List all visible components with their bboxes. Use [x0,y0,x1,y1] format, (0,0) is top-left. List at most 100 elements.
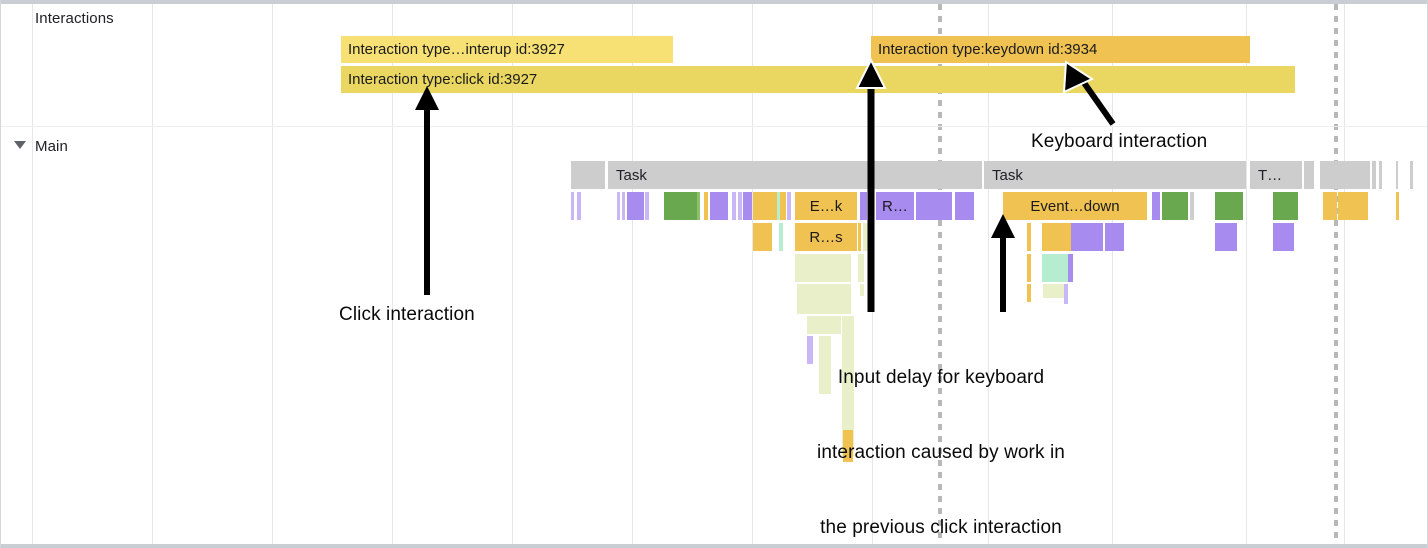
flame-block[interactable] [732,192,736,220]
flame-block[interactable] [1323,192,1337,220]
flame-block[interactable] [795,254,851,282]
annotation-input-delay-line-3: the previous click interaction [820,517,1062,538]
flame-block[interactable] [627,192,644,220]
flame-block[interactable] [1190,192,1194,220]
flame-block[interactable] [1215,192,1243,220]
flame-block[interactable] [797,284,851,314]
flame-block[interactable] [860,284,864,296]
flame-block[interactable] [807,336,813,364]
annotation-input-delay-label: Input delay for keyboard interaction cau… [782,315,1100,548]
arrow-input-delay-keydown [991,214,1015,312]
flame-block[interactable] [1215,223,1237,251]
interaction-click[interactable]: Interaction type:click id:3927 [341,66,1295,93]
gridline-8 [988,4,989,544]
task-segment[interactable] [1396,161,1398,189]
marker-line-1[interactable] [938,4,942,544]
gridline-1 [152,4,153,544]
flame-block[interactable] [664,192,697,220]
gridline-5 [632,4,633,544]
flame-block[interactable] [577,192,581,220]
flame-block[interactable] [1338,192,1368,220]
flame-block-event-keydown[interactable]: Event…down [1003,192,1147,220]
flame-block[interactable] [1027,284,1031,302]
window-bottom-edge [0,544,1428,548]
flame-block[interactable] [842,316,854,456]
flame-block[interactable] [858,254,864,282]
task-bar[interactable]: T… [1250,161,1302,189]
track-label-interactions[interactable]: Interactions [35,10,114,27]
flame-block[interactable] [1064,284,1068,304]
flame-block[interactable] [753,223,772,251]
flame-block[interactable] [571,192,574,220]
flame-block-run-microtasks[interactable]: R…s [795,223,857,251]
interaction-pointerup[interactable]: Interaction type…interup id:3927 [341,36,673,63]
gridline-0 [32,4,33,544]
task-bar[interactable]: Task [608,161,870,189]
flame-block[interactable] [1027,254,1031,282]
flame-block[interactable] [617,192,620,220]
flame-block[interactable] [1068,254,1073,282]
flame-block[interactable] [916,192,952,220]
flame-block[interactable] [710,192,728,220]
task-segment[interactable] [571,161,605,189]
flame-block[interactable] [738,192,742,220]
annotation-input-delay-line-2: interaction caused by work in [817,442,1065,463]
task-segment[interactable] [1304,161,1314,189]
flame-block[interactable] [753,192,786,220]
track-label-main[interactable]: Main [35,138,68,155]
flame-block[interactable] [779,223,783,251]
gridline-10 [1246,4,1247,544]
task-segment[interactable] [1379,161,1382,189]
gridline-9 [1112,4,1113,544]
flame-block[interactable] [858,223,861,251]
interaction-keydown[interactable]: Interaction type:keydown id:3934 [871,36,1250,63]
flame-block[interactable] [704,192,708,220]
flame-block[interactable] [1273,223,1294,251]
flame-block[interactable] [697,192,700,220]
window-top-edge [0,0,1428,4]
annotation-keyboard-interaction-label: Keyboard interaction [1031,131,1208,152]
flame-block[interactable] [1273,192,1298,220]
flame-block[interactable] [1027,223,1031,251]
task-segment[interactable] [1410,161,1413,189]
annotation-click-interaction-label: Click interaction [339,304,475,325]
flame-block[interactable] [743,192,752,220]
flame-block[interactable] [1042,254,1068,282]
gridline-4 [512,4,513,544]
gridline-2 [272,4,273,544]
flame-block[interactable] [1162,192,1188,220]
flame-block[interactable] [1043,284,1067,298]
flame-block[interactable] [1042,223,1071,251]
flame-block[interactable] [787,192,791,220]
flame-block[interactable] [955,192,974,220]
flame-block[interactable] [645,192,649,220]
track-separator [1,126,1427,127]
task-bar[interactable]: Task [984,161,1246,189]
flame-block[interactable] [860,192,867,220]
flame-block[interactable] [863,223,869,251]
chevron-down-icon[interactable] [14,141,26,149]
flame-block[interactable] [807,316,841,334]
flame-block[interactable] [1396,192,1399,220]
flame-block[interactable] [777,192,780,220]
flame-block[interactable] [819,336,831,394]
flame-block[interactable] [843,430,853,462]
window-left-edge [0,0,1,548]
flame-block-event-click[interactable]: E…k [795,192,857,220]
task-segment[interactable] [1320,161,1370,189]
gridline-6 [752,4,753,544]
gridline-3 [392,4,393,544]
arrow-keyboard-interaction [1062,60,1116,126]
flame-block-event-pointer[interactable]: R… [876,192,914,220]
task-segment[interactable] [1372,161,1376,189]
task-segment[interactable] [872,161,982,189]
arrow-click-interaction [415,86,439,295]
flame-block[interactable] [1152,192,1160,220]
marker-line-2[interactable] [1334,4,1338,544]
flame-block[interactable] [622,192,625,220]
flame-block[interactable] [1071,223,1103,251]
flame-block[interactable] [1105,223,1124,251]
annotation-input-delay-line-1: Input delay for keyboard [837,367,1045,388]
